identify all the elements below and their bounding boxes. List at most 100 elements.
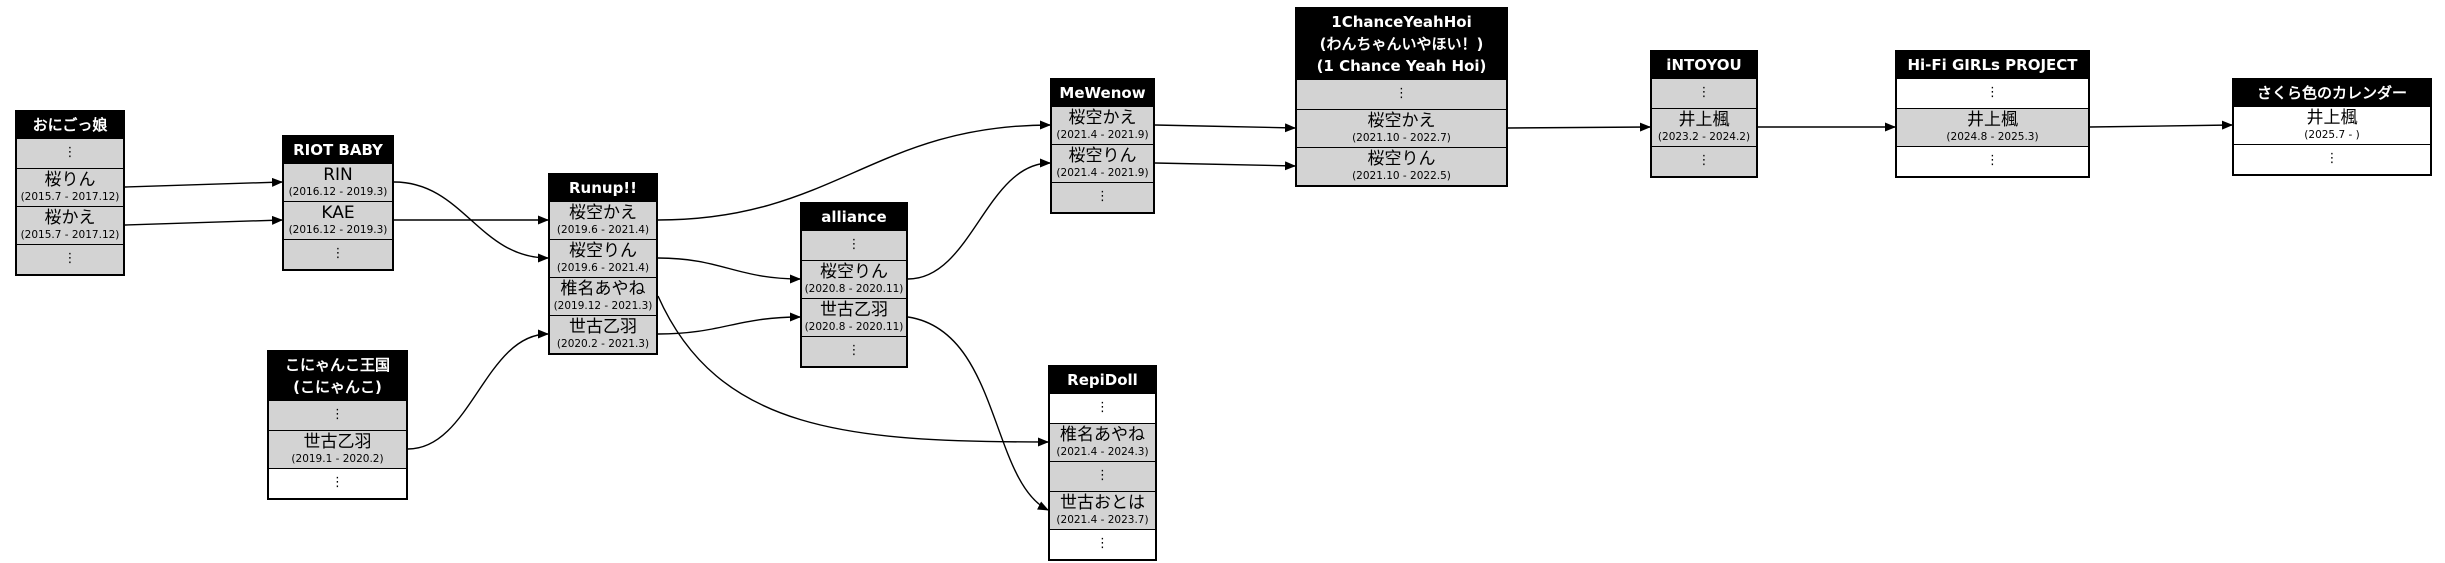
- group-one-chance-yeah-hoi: 1ChanceYeahHoi (わんちゃんいやほい！) (1 Chance Yeah…: [1295, 7, 1508, 187]
- member-dates: (2019.6 - 2021.4): [556, 224, 650, 236]
- member-dates: (2015.7 - 2017.12): [20, 229, 120, 241]
- group-title: 1ChanceYeahHoi (わんちゃんいやほい！) (1 Chance Yeah…: [1297, 9, 1506, 79]
- member-row: 世古乙羽(2019.1 - 2020.2): [269, 430, 406, 468]
- group-title: alliance: [802, 204, 906, 230]
- group-intoyou: iNTOYOU ⋮井上楓(2023.2 - 2024.2)⋮: [1650, 50, 1758, 178]
- member-dates: (2016.12 - 2019.3): [288, 186, 388, 198]
- member-name: 桜りん: [44, 170, 96, 190]
- transfer-edge: [124, 177, 283, 188]
- member-dates: (2021.4 - 2023.7): [1056, 514, 1149, 526]
- member-row: 桜空かえ(2019.6 - 2021.4): [550, 201, 656, 239]
- transfer-edge: [407, 329, 549, 450]
- member-name: 桜空りん: [820, 262, 888, 282]
- member-row: KAE(2016.12 - 2019.3): [284, 201, 392, 239]
- group-title-line: iNTOYOU: [1666, 56, 1742, 74]
- dots-row: ⋮: [802, 336, 906, 366]
- group-title-line: さくら色のカレンダー: [2256, 84, 2407, 102]
- group-hifi-girls: Hi-Fi GIRLs PROJECT⋮井上楓(2024.8 - 2025.3)…: [1895, 50, 2090, 178]
- member-row: 井上楓(2025.7 - ): [2234, 106, 2430, 144]
- member-dates: (2024.8 - 2025.3): [1946, 131, 2039, 143]
- transfer-edge: [657, 312, 801, 335]
- group-title: RIOT BABY: [284, 137, 392, 163]
- group-title-line: RIOT BABY: [293, 141, 383, 159]
- dots-row: ⋮: [1652, 78, 1756, 108]
- member-dates: (2021.4 - 2021.9): [1056, 129, 1149, 141]
- member-name: 世古おとは: [1060, 493, 1145, 513]
- member-name: 井上楓: [2306, 108, 2358, 128]
- group-title: おにごっ娘: [17, 112, 123, 138]
- member-dates: (2019.6 - 2021.4): [556, 262, 650, 274]
- member-row: 井上楓(2023.2 - 2024.2): [1652, 108, 1756, 146]
- transfer-edge: [907, 158, 1051, 280]
- member-name: 桜空かえ: [1068, 108, 1137, 128]
- group-title-line: RepiDoll: [1067, 371, 1138, 389]
- member-name: 桜空かえ: [569, 203, 637, 223]
- member-dates: (2020.8 - 2020.11): [804, 321, 904, 333]
- member-dates: (2016.12 - 2019.3): [288, 224, 388, 236]
- member-row: 桜空りん(2019.6 - 2021.4): [550, 239, 656, 277]
- dots-row: ⋮: [17, 138, 123, 168]
- transfer-edge: [907, 316, 1049, 511]
- group-title: MeWenow: [1052, 80, 1153, 106]
- member-row: 桜空りん(2021.4 - 2021.9): [1052, 144, 1153, 182]
- dots-row: ⋮: [269, 400, 406, 430]
- member-row: 井上楓(2024.8 - 2025.3): [1897, 108, 2088, 146]
- member-name: 桜空かえ: [1367, 111, 1436, 131]
- member-dates: (2021.10 - 2022.5): [1352, 170, 1451, 182]
- transfer-edge: [1154, 161, 1296, 171]
- transfer-edge: [2089, 120, 2233, 130]
- member-dates: (2021.4 - 2024.3): [1056, 446, 1149, 458]
- member-row: 桜かえ(2015.7 - 2017.12): [17, 206, 123, 244]
- member-name: RIN: [323, 165, 353, 185]
- dots-row: ⋮: [2234, 144, 2430, 174]
- group-runup: Runup!!桜空かえ(2019.6 - 2021.4)桜空りん(2019.6 …: [548, 173, 658, 355]
- member-row: 桜空りん(2020.8 - 2020.11): [802, 260, 906, 298]
- member-dates: (2015.7 - 2017.12): [20, 191, 120, 203]
- member-row: 椎名あやね(2019.12 - 2021.3): [550, 277, 656, 315]
- dots-row: ⋮: [269, 468, 406, 498]
- dots-row: ⋮: [1050, 461, 1155, 491]
- group-alliance: alliance⋮桜空りん(2020.8 - 2020.11)世古乙羽(2020…: [800, 202, 908, 368]
- member-row: 椎名あやね(2021.4 - 2024.3): [1050, 423, 1155, 461]
- dots-row: ⋮: [1052, 182, 1153, 212]
- member-row: 世古乙羽(2020.8 - 2020.11): [802, 298, 906, 336]
- member-name: 椎名あやね: [560, 279, 646, 299]
- group-title: こにゃんこ王国 (こにゃんこ): [269, 352, 406, 400]
- member-dates: (2019.1 - 2020.2): [291, 453, 384, 465]
- dots-row: ⋮: [1297, 79, 1506, 109]
- group-repidoll: RepiDoll⋮椎名あやね(2021.4 - 2024.3)⋮世古おとは(20…: [1048, 365, 1157, 561]
- group-title: Hi-Fi GIRLs PROJECT: [1897, 52, 2088, 78]
- dots-row: ⋮: [1652, 146, 1756, 176]
- member-name: 井上楓: [1678, 110, 1730, 130]
- group-title-line: おにごっ娘: [32, 116, 108, 134]
- group-title-line: (1 Chance Yeah Hoi): [1316, 57, 1487, 75]
- group-title: iNTOYOU: [1652, 52, 1756, 78]
- member-row: 世古乙羽(2020.2 - 2021.3): [550, 315, 656, 353]
- member-dates: (2021.10 - 2022.7): [1352, 132, 1451, 144]
- dots-row: ⋮: [802, 230, 906, 260]
- member-dates: (2021.4 - 2021.9): [1056, 167, 1149, 179]
- transfer-edge: [1154, 123, 1296, 133]
- group-sakurairo: さくら色のカレンダー井上楓(2025.7 - )⋮: [2232, 78, 2432, 176]
- group-onigokko: おにごっ娘⋮桜りん(2015.7 - 2017.12)桜かえ(2015.7 - …: [15, 110, 125, 276]
- member-name: 桜空りん: [569, 241, 637, 261]
- member-dates: (2020.2 - 2021.3): [556, 338, 650, 350]
- member-dates: (2020.8 - 2020.11): [804, 283, 904, 295]
- group-title: RepiDoll: [1050, 367, 1155, 393]
- group-title-line: こにゃんこ王国: [284, 356, 390, 374]
- member-name: 世古乙羽: [569, 317, 637, 337]
- transfer-edge: [657, 120, 1051, 221]
- member-row: 世古おとは(2021.4 - 2023.7): [1050, 491, 1155, 529]
- group-title-line: (こにゃんこ): [293, 378, 382, 396]
- group-title-line: (わんちゃんいやほい！): [1319, 35, 1484, 53]
- member-name: 世古乙羽: [820, 300, 888, 320]
- group-title-line: 1ChanceYeahHoi: [1331, 13, 1472, 31]
- transfer-edge: [657, 295, 1049, 447]
- dots-row: ⋮: [284, 239, 392, 269]
- group-title-line: Runup!!: [568, 179, 637, 197]
- member-name: KAE: [321, 203, 355, 223]
- member-row: 桜りん(2015.7 - 2017.12): [17, 168, 123, 206]
